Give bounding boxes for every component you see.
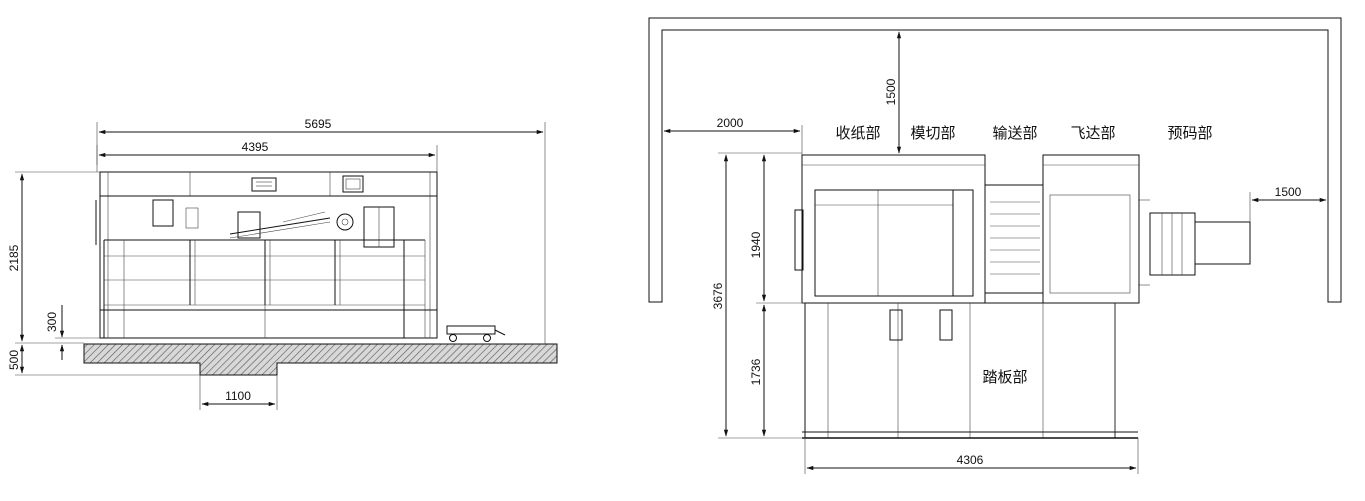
dim-total-depth: 3676: [711, 152, 805, 439]
label-pre-stacking-section: 预码部: [1167, 124, 1212, 142]
dim-machine-depth-label: 1940: [749, 231, 763, 258]
side-railing: [100, 239, 437, 338]
dim-platform-depth: 1736: [749, 304, 767, 437]
dim-platform-height-label: 300: [45, 312, 59, 332]
label-platform-section: 踏板部: [982, 368, 1027, 386]
dim-clearance-left: 2000: [663, 116, 803, 155]
side-view: 5695 4395 2185 300 500: [7, 117, 558, 410]
dim-clearance-top-label: 1500: [884, 78, 898, 105]
dim-pit-width: 1100: [199, 375, 278, 410]
side-machine-body: [95, 171, 438, 339]
dim-clearance-right: 1500: [1249, 185, 1327, 222]
top-view: 1500 2000 1500 3676 1940: [648, 17, 1342, 474]
dim-height: 2185: [7, 171, 100, 344]
dim-pit-width-label: 1100: [225, 389, 251, 403]
dim-width: 4306: [804, 438, 1139, 474]
dim-platform-depth-label: 1736: [749, 358, 763, 385]
dim-clearance-top: 1500: [884, 31, 902, 154]
dim-pit-depth-label: 500: [7, 350, 21, 370]
clearance-boundary: [648, 17, 1342, 303]
dim-pit-depth: 500: [7, 344, 200, 376]
floor-hatch: [83, 343, 558, 376]
label-feeder-section: 飞达部: [1070, 124, 1115, 142]
dim-clearance-right-label: 1500: [1275, 185, 1302, 199]
side-cart: [446, 325, 506, 342]
dim-total-length: 5695: [96, 117, 546, 344]
dim-machine-length-label: 4395: [242, 140, 269, 154]
label-conveying-section: 输送部: [992, 124, 1037, 142]
dim-height-label: 2185: [7, 244, 21, 271]
label-die-cutting-section: 模切部: [910, 124, 955, 142]
dim-machine-depth: 1940: [749, 154, 805, 304]
dim-platform-height: 300: [45, 305, 100, 360]
dim-total-depth-label: 3676: [711, 282, 725, 309]
dim-machine-length: 4395: [96, 140, 438, 172]
label-delivery-section: 收纸部: [835, 124, 880, 142]
dim-total-length-label: 5695: [305, 117, 332, 131]
dim-clearance-left-label: 2000: [717, 116, 744, 130]
dim-width-label: 4306: [957, 453, 984, 467]
top-machine-body: [794, 154, 1251, 439]
